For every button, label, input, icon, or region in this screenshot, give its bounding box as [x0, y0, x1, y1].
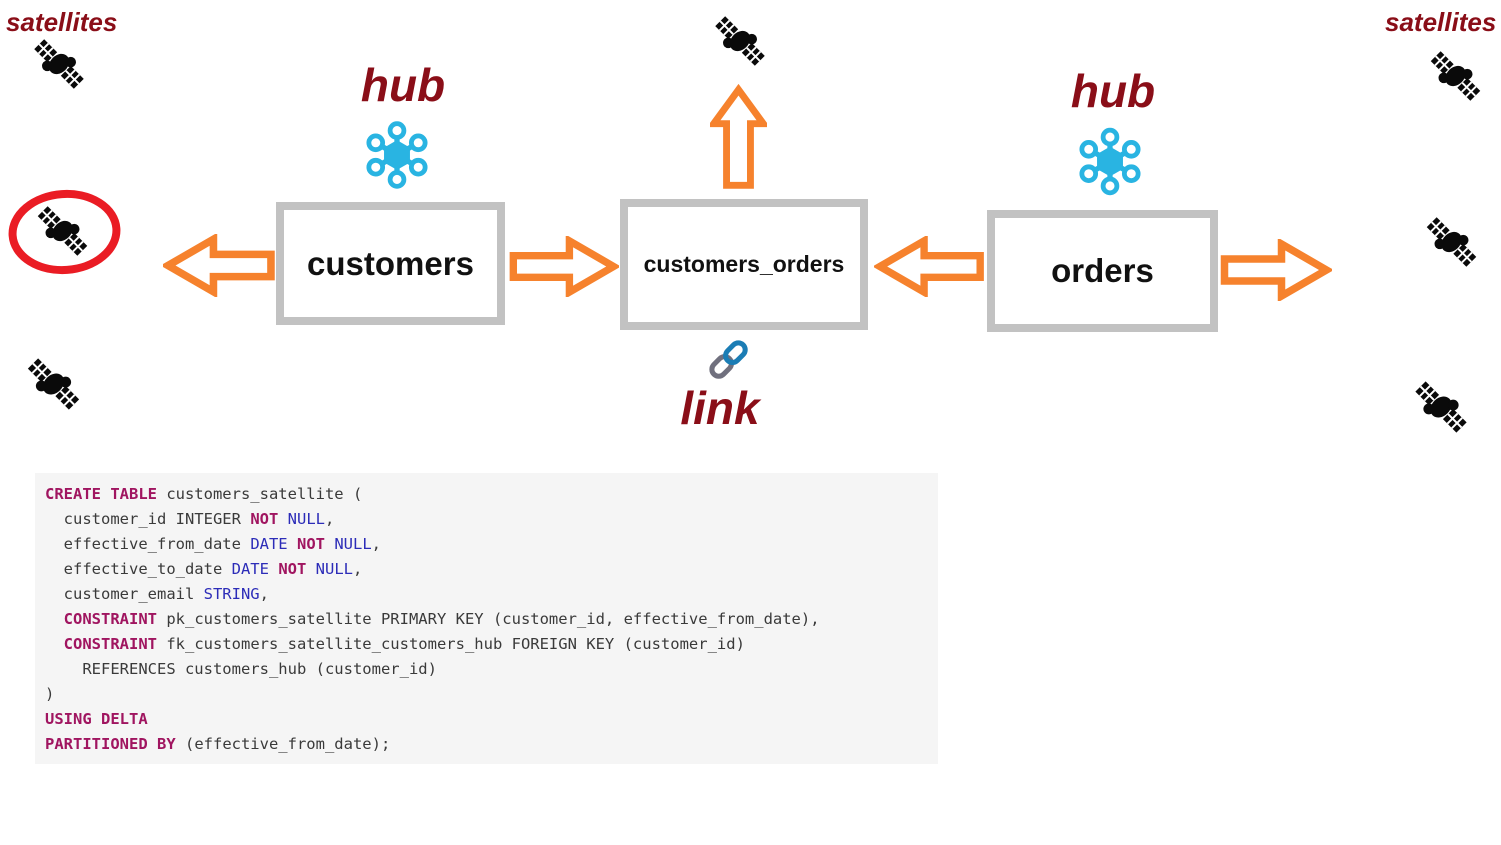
code-line: CREATE TABLE customers_satellite ( — [45, 485, 363, 503]
hub-network-icon — [1076, 125, 1144, 198]
code-line: effective_from_date DATE NOT NULL, — [45, 535, 381, 553]
code-line: REFERENCES customers_hub (customer_id) — [45, 660, 437, 678]
entity-box-orders: orders — [987, 210, 1218, 332]
satellites-label-left: satellites — [6, 7, 118, 37]
block-arrow-icon-left — [163, 234, 276, 297]
code-line: CONSTRAINT fk_customers_satellite_custom… — [63, 635, 745, 653]
code-line: ) — [45, 685, 55, 703]
satellites-label-right: satellites — [1385, 7, 1497, 37]
satellite-icon — [1423, 214, 1480, 270]
code-line: PARTITIONED BY (effective_from_date); — [45, 735, 391, 753]
sql-code: CREATE TABLE customers_satellite ( custo… — [45, 482, 928, 757]
satellite-icon — [1412, 378, 1470, 436]
code-line: customer_email STRING, — [45, 585, 269, 603]
red-ellipse-highlight — [8, 189, 121, 275]
code-line: effective_to_date DATE NOT NULL, — [45, 560, 363, 578]
block-arrow-icon-up — [710, 82, 767, 193]
link-label: link — [680, 382, 760, 434]
satellite-icon — [34, 203, 91, 259]
block-arrow-icon-right — [508, 236, 619, 297]
satellite-icon — [30, 36, 88, 92]
hub-network-icon — [363, 118, 431, 192]
block-arrow-icon-left — [874, 236, 986, 297]
chain-link-icon — [707, 337, 751, 383]
hub-label-right: hub — [1070, 65, 1156, 117]
satellite-icon — [712, 13, 768, 69]
sql-code-block: CREATE TABLE customers_satellite ( custo… — [35, 473, 938, 764]
entity-label-orders: orders — [1051, 252, 1154, 289]
code-line: USING DELTA — [45, 710, 148, 728]
hub-label-left: hub — [360, 59, 446, 111]
code-line: customer_id INTEGER NOT NULL, — [45, 510, 335, 528]
block-arrow-icon-right — [1219, 239, 1332, 301]
satellite-icon — [1427, 48, 1484, 104]
entity-box-customers: customers — [276, 202, 505, 325]
entity-box-customers-orders: customers_orders — [620, 199, 868, 330]
satellite-icon — [24, 355, 83, 413]
code-line: CONSTRAINT pk_customers_satellite PRIMAR… — [63, 610, 820, 628]
entity-label-customers-orders: customers_orders — [643, 251, 845, 277]
entity-label-customers: customers — [307, 244, 474, 282]
